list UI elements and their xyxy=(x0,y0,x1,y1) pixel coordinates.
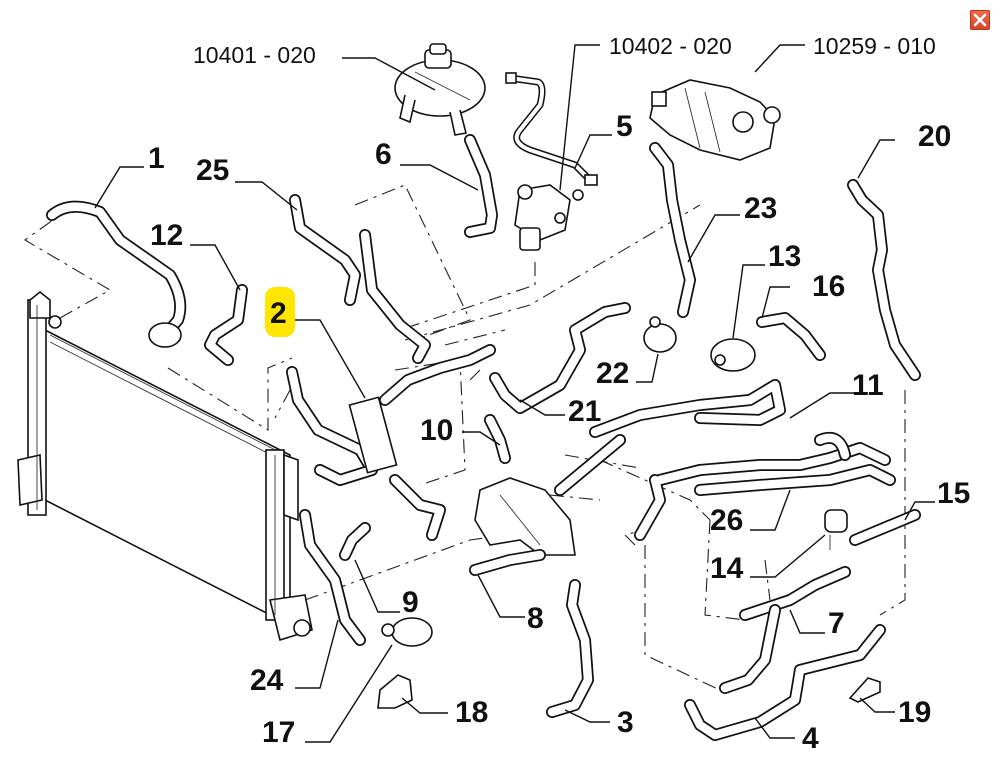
callout-22[interactable]: 22 xyxy=(596,357,629,390)
hose-part-9[interactable] xyxy=(339,522,371,561)
callout-3[interactable]: 3 xyxy=(617,706,634,739)
hose-part-24[interactable] xyxy=(299,509,366,646)
pump-part-22[interactable] xyxy=(643,316,677,353)
ref-label-10259[interactable]: 10259 - 010 xyxy=(813,33,936,59)
ref-label-10402[interactable]: 10402 - 020 xyxy=(609,33,732,59)
callout-4[interactable]: 4 xyxy=(802,722,819,755)
hose-part-12[interactable] xyxy=(204,284,248,366)
hose-part-10[interactable] xyxy=(484,414,511,464)
ref-label-10401[interactable]: 10401 - 020 xyxy=(193,42,316,68)
callout-7[interactable]: 7 xyxy=(828,607,845,640)
hose-part-2[interactable] xyxy=(286,344,496,541)
callout-26[interactable]: 26 xyxy=(710,504,743,537)
hose-part-20[interactable] xyxy=(847,179,921,381)
hose-part-6[interactable] xyxy=(464,134,498,238)
callout-18[interactable]: 18 xyxy=(455,696,488,729)
callout-14[interactable]: 14 xyxy=(710,552,744,585)
hose-part-23[interactable] xyxy=(649,142,696,318)
callout-11[interactable]: 11 xyxy=(852,369,884,402)
expansion-tank[interactable] xyxy=(394,43,486,136)
callout-17[interactable]: 17 xyxy=(262,716,295,749)
hose-part-3[interactable] xyxy=(546,579,594,718)
callout-8[interactable]: 8 xyxy=(527,602,544,635)
assembly-guide-lines xyxy=(23,184,906,691)
callout-1[interactable]: 1 xyxy=(148,142,165,175)
callout-16[interactable]: 16 xyxy=(812,270,845,303)
clip-part-19[interactable] xyxy=(848,677,881,703)
hose-part-21[interactable] xyxy=(489,302,631,414)
callout-6[interactable]: 6 xyxy=(375,138,392,171)
callout-5[interactable]: 5 xyxy=(616,110,633,143)
close-button[interactable] xyxy=(970,10,990,30)
callout-13[interactable]: 13 xyxy=(768,240,801,273)
callout-25[interactable]: 25 xyxy=(196,154,229,187)
hose-part-26[interactable] xyxy=(634,431,896,541)
manifold-part-8[interactable] xyxy=(469,477,576,576)
callout-23[interactable]: 23 xyxy=(744,192,777,225)
hose-part-16[interactable] xyxy=(756,312,826,361)
callout-21[interactable]: 21 xyxy=(568,395,601,428)
leader-lines xyxy=(94,44,935,743)
callout-19[interactable]: 19 xyxy=(898,696,931,729)
callout-15[interactable]: 15 xyxy=(937,477,970,510)
bracket-part-18[interactable] xyxy=(377,674,413,709)
hose-part-11[interactable] xyxy=(554,379,786,496)
callout-10[interactable]: 10 xyxy=(420,414,453,447)
callout-24[interactable]: 24 xyxy=(250,664,284,697)
callout-highlight xyxy=(265,287,295,337)
callout-9[interactable]: 9 xyxy=(402,586,419,619)
hose-part-25[interactable] xyxy=(289,194,431,364)
degas-line[interactable] xyxy=(505,72,598,186)
pump-part-17[interactable] xyxy=(381,617,433,647)
thermostat-housing[interactable] xyxy=(514,184,584,251)
hose-part-7[interactable] xyxy=(719,566,851,694)
close-icon xyxy=(973,13,987,27)
egr-cooler[interactable] xyxy=(649,79,781,161)
valve-part-14[interactable] xyxy=(824,509,848,550)
hose-part-4[interactable] xyxy=(684,624,886,741)
pump-part-13[interactable] xyxy=(710,338,756,372)
hose-part-1[interactable] xyxy=(46,200,187,348)
callout-20[interactable]: 20 xyxy=(918,120,951,153)
callout-2[interactable]: 2 xyxy=(270,297,287,330)
radiator[interactable] xyxy=(17,290,313,642)
callout-12[interactable]: 12 xyxy=(150,219,183,252)
